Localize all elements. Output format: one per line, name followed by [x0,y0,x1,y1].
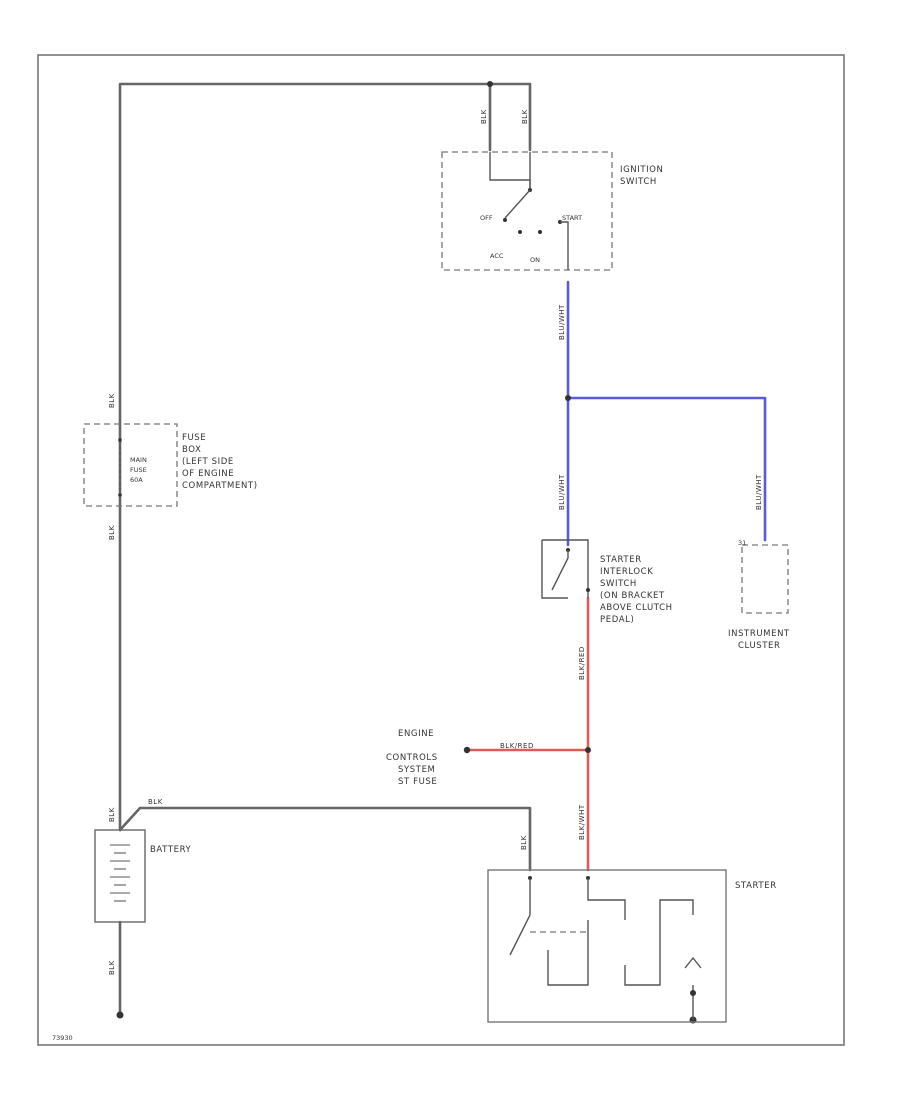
fuse-box-label-2: BOX [182,445,201,455]
engine-controls-reference: ENGINE CONTROLS SYSTEM ST FUSE [386,729,438,787]
fuse-box-label-1: FUSE [182,433,206,443]
starter-coil-return [547,920,589,986]
junction-blue-split [565,395,571,401]
ignition-pos-on: ON [530,256,540,264]
interlock-label-5: ABOVE CLUTCH [600,603,673,613]
wire-ignition-feed-2 [488,82,532,152]
wire-label-blk-starter: BLK [520,835,528,850]
ignition-pos-acc: ACC [490,252,504,260]
wire-label-blu-ign-out: BLU/WHT [558,304,566,340]
wire-to-cluster [566,396,767,542]
wire-label-blk-batt: BLK [108,807,116,822]
blue-wires [566,280,767,547]
fuse-box-label-5: COMPARTMENT) [182,481,258,491]
instrument-cluster: 31 INSTRUMENT CLUSTER [728,539,790,651]
wire-label-blk-ign-2: BLK [521,109,529,124]
interlock-contact-bottom [586,588,590,592]
black-wires [118,82,532,1017]
ground-battery [116,1011,124,1019]
engine-controls-label-4: ST FUSE [398,777,437,787]
cluster-label-1: INSTRUMENT [728,629,790,639]
ignition-switch-label-1: IGNITION [620,165,664,175]
engine-controls-label-2: CONTROLS [386,753,438,763]
wire-label-blk-fuse-out: BLK [108,525,116,540]
starter-interlock-switch: STARTER INTERLOCK SWITCH (ON BRACKET ABO… [541,539,673,625]
wire-battery-to-starter [118,806,532,872]
wire-labels: BLK BLK BLK BLK BLK BLK BLK BLK BLU/WHT … [108,109,763,975]
starter-box [487,869,727,1023]
interlock-label-1: STARTER [600,555,642,565]
battery: BATTERY [94,829,192,923]
starter: STARTER [487,869,777,1023]
wire-label-red-interlock: BLK/RED [578,646,586,680]
interlock-label-6: PEDAL) [600,615,634,625]
junction-red-split [585,747,591,753]
fuse-box-label-3: (LEFT SIDE [182,457,234,467]
ignition-contact-on [538,230,542,234]
starter-solenoid-coil [587,878,626,920]
ignition-pos-start: START [562,214,582,222]
fuse-terminal-top [118,438,122,442]
instrument-cluster-box [741,544,789,614]
fuse-label-2: FUSE [130,466,147,474]
ignition-pos-off: OFF [480,214,493,222]
wire-label-blk-ground: BLK [108,960,116,975]
wire-label-blk-batt-starter: BLK [148,798,163,806]
wire-label-red-engine: BLK/RED [500,742,534,750]
fuse-terminal-bottom [118,493,122,497]
ignition-start-lead [560,221,569,270]
battery-body [94,829,146,923]
diagram-code: 73930 [52,1034,73,1042]
engine-controls-label-1: ENGINE [398,729,434,739]
engine-controls-label-3: SYSTEM [398,765,435,775]
interlock-label-4: (ON BRACKET [600,591,665,601]
cluster-label-2: CLUSTER [738,641,781,651]
battery-label: BATTERY [150,845,192,855]
wire-label-blu-cluster: BLU/WHT [755,474,763,510]
starter-terminal-m [690,990,696,996]
engine-controls-terminal [463,746,471,754]
starter-contact-blade [509,914,531,956]
ignition-contact-acc [518,230,522,234]
interlock-blade [551,550,569,591]
interlock-label-3: SWITCH [600,579,637,589]
wire-label-blk-ign-1: BLK [480,109,488,124]
wire-label-red-starter: BLK/WHT [578,804,586,840]
ignition-switch-box [441,151,613,271]
ignition-switch-label-2: SWITCH [620,177,657,187]
battery-cells [110,844,130,902]
ignition-switch: OFF START ACC ON IGNITION SWITCH [441,151,664,271]
ignition-contact-off [503,218,507,222]
junction-top-left [487,81,493,87]
fuse-box-label-4: OF ENGINE [182,469,234,479]
fuse-label-1: MAIN [130,456,147,464]
red-wires [468,596,590,872]
fuse-box: MAIN FUSE 60A FUSE BOX (LEFT SIDE OF ENG… [83,423,258,507]
cluster-pin: 31 [738,539,746,547]
wire-main-feed [118,82,492,832]
diagram-frame [37,54,845,1046]
starter-label: STARTER [735,881,777,891]
interlock-outline [541,539,589,599]
interlock-label-2: INTERLOCK [600,567,653,577]
starter-motor [684,956,702,969]
ignition-switch-blade [504,189,531,219]
wire-label-blu-interlock: BLU/WHT [558,474,566,510]
wire-label-blk-top: BLK [108,393,116,408]
ignition-switch-internal-feed [489,152,531,188]
starter-hold-coil [624,899,694,986]
fuse-box-outline [83,423,178,507]
fuse-label-3: 60A [130,476,143,484]
